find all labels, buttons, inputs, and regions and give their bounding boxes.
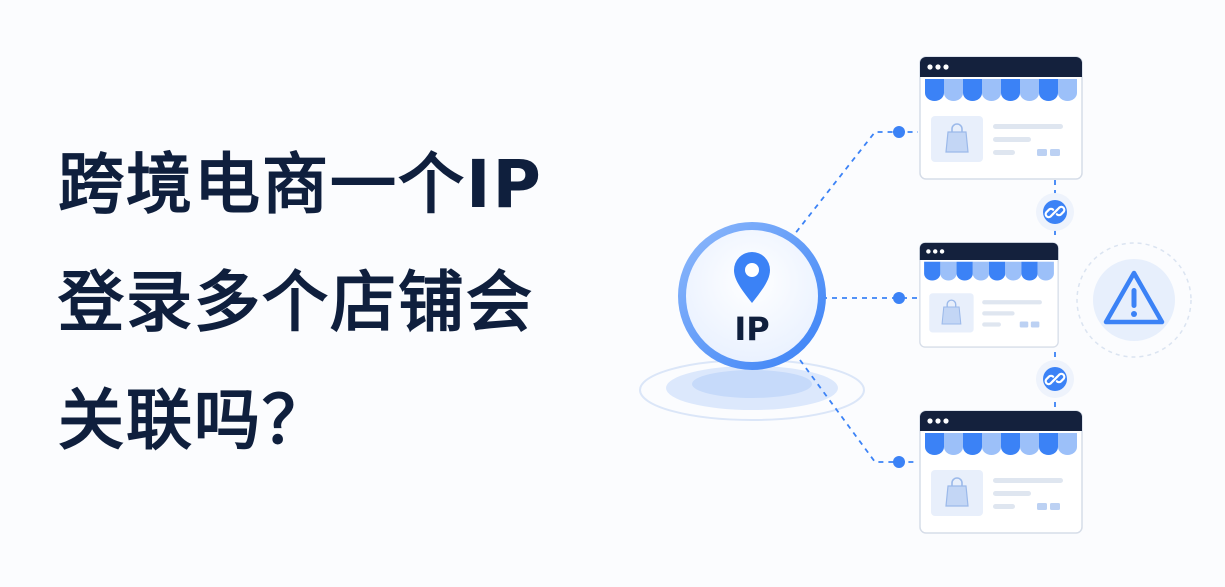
store-window-3 [919, 410, 1083, 534]
map-pin-icon [734, 252, 770, 303]
title-line-1: 跨境电商一个IP [58, 146, 543, 223]
page-title: 跨境电商一个IP 登录多个店铺会 关联吗？ [58, 126, 543, 480]
store-window-1 [919, 56, 1083, 180]
ip-hub: IP [678, 222, 826, 370]
title-line-2: 登录多个店铺会 [58, 264, 534, 341]
link-chain-icon [1035, 359, 1075, 399]
hub-label: IP [734, 310, 769, 348]
store-window-2 [919, 242, 1059, 348]
link-chain-icon [1035, 192, 1075, 232]
hub-shadow [639, 359, 865, 421]
title-line-3: 关联吗？ [58, 382, 330, 459]
warning-triangle-icon [1076, 242, 1192, 358]
connector-dots [893, 126, 905, 468]
